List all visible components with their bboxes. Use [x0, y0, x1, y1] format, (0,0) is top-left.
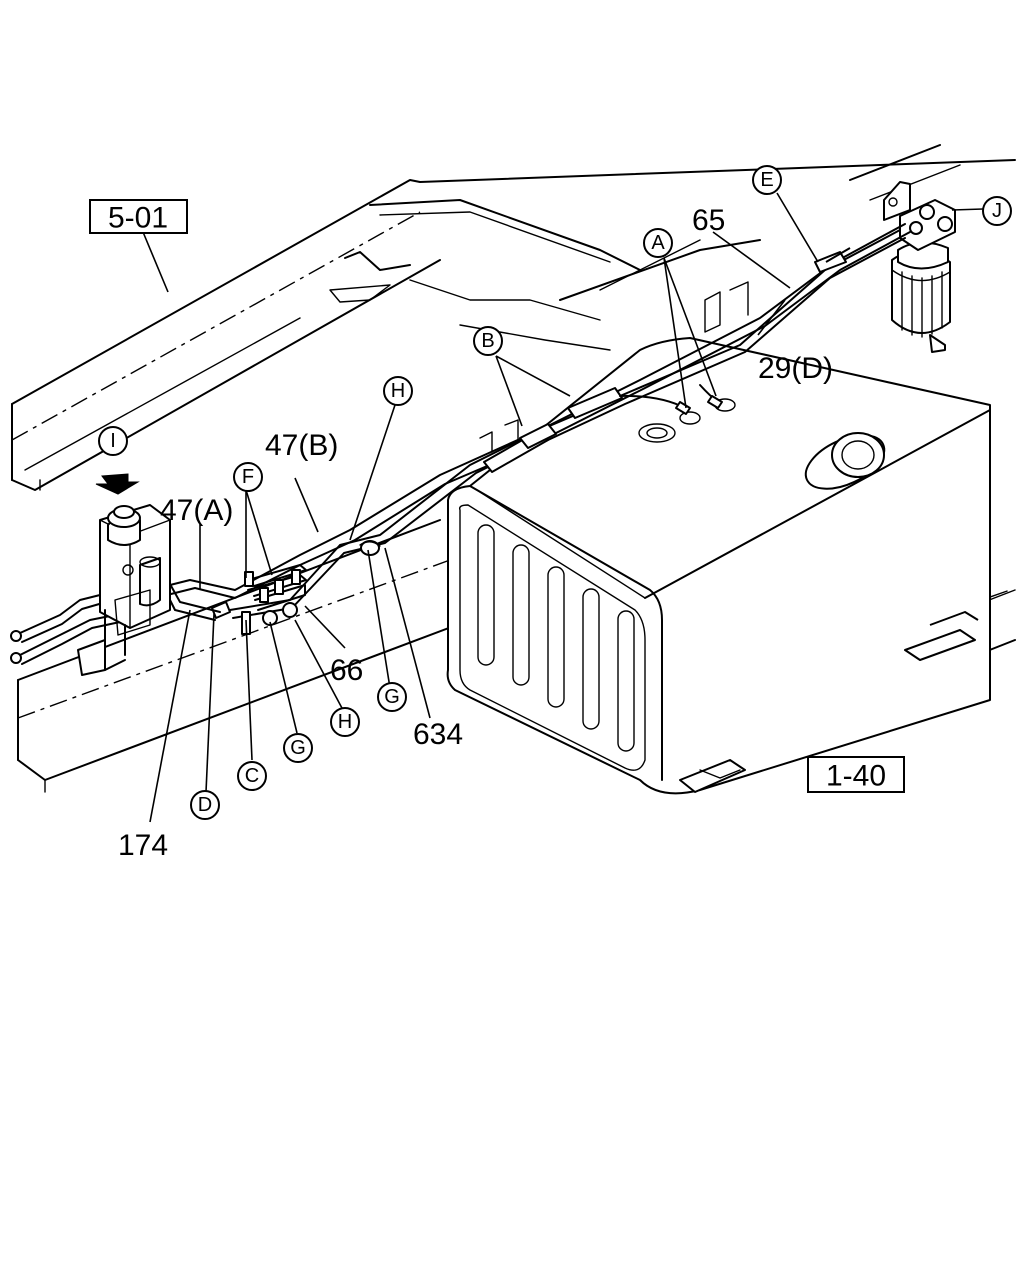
callout-H-lower: H	[330, 707, 360, 737]
hose-sleeve-3	[814, 251, 847, 273]
svg-text:H: H	[391, 380, 405, 402]
callout-I: I	[98, 426, 128, 456]
filler-cap	[831, 432, 885, 478]
svg-text:G: G	[384, 686, 400, 708]
reference-box-1-40: 1-40	[807, 756, 905, 793]
reference-box-label: 5-01	[108, 202, 168, 235]
svg-text:A: A	[651, 232, 665, 254]
svg-text:H: H	[338, 711, 352, 733]
tank-rib-1	[477, 524, 495, 666]
fuel-filter	[883, 181, 956, 353]
svg-text:F: F	[242, 466, 254, 488]
view-arrow-icon	[95, 473, 140, 495]
part-number-174: 174	[118, 829, 168, 862]
part-number-29d: 29(D)	[758, 352, 833, 385]
svg-text:C: C	[245, 765, 259, 787]
sender-port	[638, 423, 676, 443]
part-number-47a: 47(A)	[160, 494, 233, 527]
reference-box-5-01: 5-01	[89, 199, 188, 235]
callout-G-left: G	[283, 733, 313, 763]
filler-cap-inner	[841, 440, 875, 470]
frame-rail-upper	[11, 144, 1016, 491]
tank-rib-2	[512, 544, 530, 686]
frame-brackets	[479, 281, 749, 453]
callout-E: E	[752, 165, 782, 195]
fuel-lines	[10, 223, 911, 665]
water-separator	[77, 473, 171, 676]
callout-G-right: G	[377, 682, 407, 712]
callout-H-upper: H	[383, 376, 413, 406]
callout-F: F	[233, 462, 263, 492]
callout-C: C	[237, 761, 267, 791]
callout-B: B	[473, 326, 503, 356]
leader-lines	[142, 192, 984, 823]
part-number-47b: 47(B)	[265, 429, 338, 462]
svg-text:B: B	[481, 330, 494, 352]
tank-rib-3	[547, 566, 565, 708]
svg-text:E: E	[760, 169, 773, 191]
hose-sleeve-2	[567, 387, 623, 419]
callout-A: A	[643, 228, 673, 258]
svg-text:D: D	[198, 794, 212, 816]
svg-text:J: J	[992, 200, 1002, 222]
part-number-634: 634	[413, 718, 463, 751]
tank-rib-4	[582, 588, 600, 730]
svg-text:G: G	[290, 737, 306, 759]
part-number-65: 65	[692, 204, 725, 237]
svg-text:I: I	[110, 430, 116, 452]
fuel-tank	[446, 337, 991, 795]
reference-box-label: 1-40	[826, 760, 886, 793]
tank-rib-5	[617, 610, 635, 752]
callout-D: D	[190, 790, 220, 820]
callout-J: J	[982, 196, 1012, 226]
part-number-66: 66	[330, 654, 363, 687]
